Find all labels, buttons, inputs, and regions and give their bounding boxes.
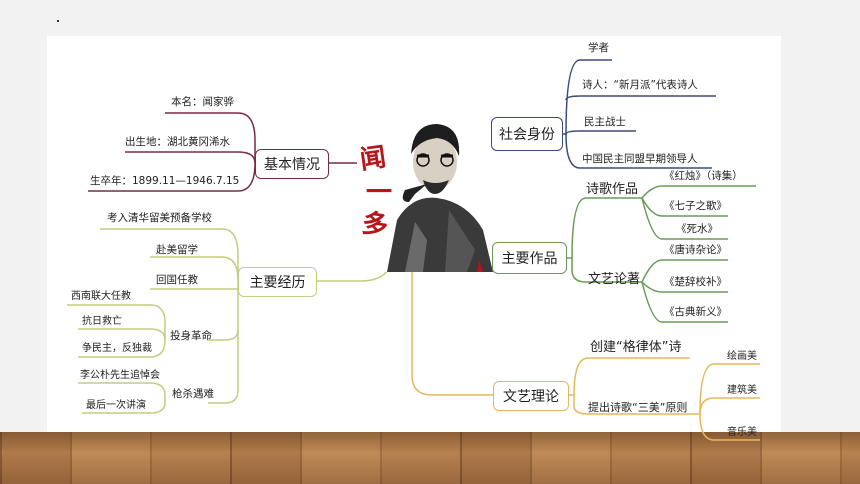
line-works-essays xyxy=(571,258,642,283)
poem-dead-water: 《死水》 xyxy=(676,223,718,235)
theory-node[interactable]: 文艺理论 xyxy=(493,381,569,411)
line-theory-2 xyxy=(573,395,700,415)
line-rev-2 xyxy=(78,328,166,341)
corner-dot xyxy=(57,20,59,22)
experience-node[interactable]: 主要经历 xyxy=(238,267,317,297)
essay-chuci: 《楚辞校补》 xyxy=(664,276,727,288)
basic-item-name: 本名：闻家骅 xyxy=(171,96,234,108)
basic-item-birthplace: 出生地：湖北黄冈浠水 xyxy=(125,136,230,148)
line-poem-1 xyxy=(641,185,756,199)
basic-info-node[interactable]: 基本情况 xyxy=(255,149,329,179)
works-essays-node[interactable]: 文艺论著 xyxy=(588,272,641,287)
line-poem-2 xyxy=(641,197,728,217)
beauty-architecture: 建筑美 xyxy=(727,385,757,396)
line-ess-2 xyxy=(641,281,728,293)
basic-item-lifespan: 生卒年：1899.11—1946.7.15 xyxy=(90,175,240,187)
essay-classics: 《古典新义》 xyxy=(664,306,727,318)
line-ess-1 xyxy=(641,259,728,283)
rev-item-democracy: 争民主，反独裁 xyxy=(82,343,152,354)
line-exp-5 xyxy=(208,330,239,404)
line-id-1 xyxy=(562,59,612,135)
exp-item-study-abroad: 赴美留学 xyxy=(156,244,198,256)
name-char-3: 多 xyxy=(360,208,390,242)
ass-item-last-speech: 最后一次讲演 xyxy=(86,400,146,411)
ass-item-memorial: 李公朴先生追悼会 xyxy=(80,370,160,381)
line-beauty-3 xyxy=(699,413,760,441)
line-ass-2 xyxy=(82,402,166,414)
beauty-music: 音乐美 xyxy=(727,427,757,438)
line-basic-1 xyxy=(165,112,256,163)
identity-item-league: 中国民主同盟早期领导人 xyxy=(582,153,698,165)
identity-item-poet: 诗人：“新月派”代表诗人 xyxy=(582,79,698,91)
theory-item-metrical: 创建“格律体”诗 xyxy=(590,340,682,355)
portrait-image xyxy=(357,110,493,272)
line-exp-1 xyxy=(100,228,239,280)
line-beauty-1 xyxy=(699,363,760,415)
name-char-1: 闻 xyxy=(358,142,388,176)
line-id-3 xyxy=(565,130,636,135)
poem-seven-sons: 《七子之歌》 xyxy=(664,200,727,212)
identity-item-scholar: 学者 xyxy=(588,42,609,54)
poem-red-candle: 《红烛》（诗集） xyxy=(664,170,743,182)
line-beauty-2 xyxy=(699,397,760,415)
rev-item-lianda: 西南联大任教 xyxy=(71,291,131,302)
line-basic-3 xyxy=(88,162,256,192)
line-basic-2 xyxy=(125,151,256,164)
line-poem-3 xyxy=(641,197,728,240)
beauty-painting: 绘画美 xyxy=(727,351,757,362)
line-ass-1 xyxy=(78,382,166,403)
line-theory-root xyxy=(411,268,493,396)
theory-item-three-beauties: 提出诗歌“三美”原则 xyxy=(588,401,688,414)
essay-tang-poetry: 《唐诗杂论》 xyxy=(664,244,727,256)
rev-item-resistance: 抗日救亡 xyxy=(82,316,122,327)
line-rev-1 xyxy=(67,304,166,340)
line-theory-1 xyxy=(568,357,690,396)
line-id-4 xyxy=(565,133,712,169)
identity-item-fighter: 民主战士 xyxy=(584,116,626,128)
line-rev-3 xyxy=(78,339,166,358)
line-exp-2 xyxy=(150,256,239,281)
line-works-poetry xyxy=(566,197,642,259)
works-poetry-node[interactable]: 诗歌作品 xyxy=(586,182,639,197)
exp-item-teaching: 回国任教 xyxy=(156,274,198,286)
exp-revolution-node[interactable]: 投身革命 xyxy=(170,330,212,342)
line-ess-3 xyxy=(641,281,728,323)
name-char-2: 一 xyxy=(366,178,393,208)
works-node[interactable]: 主要作品 xyxy=(492,242,567,274)
line-id-2 xyxy=(565,95,716,101)
exp-item-tsinghua: 考入清华留美预备学校 xyxy=(107,212,212,224)
exp-assassinated-node[interactable]: 枪杀遇难 xyxy=(172,388,214,400)
identity-node[interactable]: 社会身份 xyxy=(491,117,563,151)
